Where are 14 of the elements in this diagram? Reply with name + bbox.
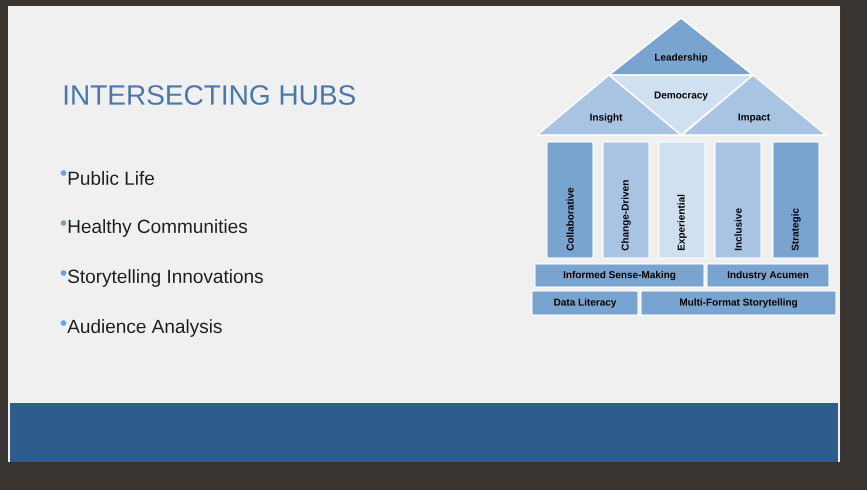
pillar-box: Strategic — [772, 142, 820, 258]
pillar-box: Collaborative — [546, 142, 594, 258]
pillar-box: Inclusive — [714, 142, 762, 258]
foundation-box: Industry Acumen — [706, 264, 830, 288]
bullet-text: Public Life — [68, 171, 154, 185]
foundation-box: Informed Sense-Making — [534, 264, 704, 288]
foundation-box: Data Literacy — [532, 290, 638, 316]
foundation-box: Multi-Format Storytelling — [640, 290, 836, 316]
bullet-text: Storytelling Innovations — [68, 269, 263, 287]
slide-title: INTERSECTING HUBS — [64, 85, 355, 105]
pillar-box: Experiential — [658, 142, 706, 258]
bullet-text: Audience Analysis — [67, 319, 222, 337]
bullet-text: Healthy Communities — [68, 219, 248, 237]
pillar-box: Change-Driven — [602, 142, 650, 258]
